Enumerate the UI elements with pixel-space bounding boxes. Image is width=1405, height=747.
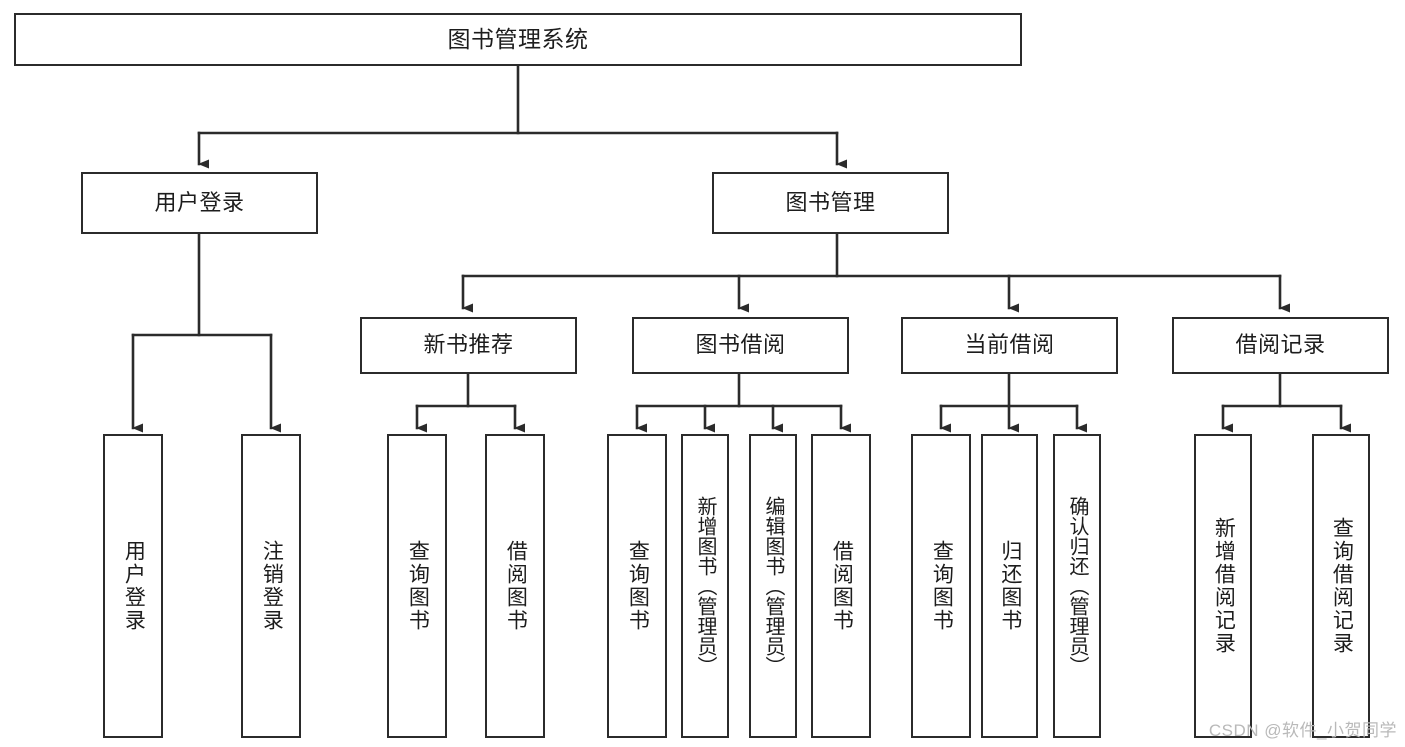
node-leaf-return-book-label: 归还图书 [998, 540, 1022, 632]
node-leaf-logout-label: 注销登录 [260, 540, 284, 632]
node-leaf-borrow-book-1-label: 借阅图书 [504, 540, 528, 632]
node-book-borrow-label: 图书借阅 [695, 332, 786, 358]
node-leaf-borrow-book-2-label: 借阅图书 [830, 540, 854, 632]
node-leaf-query-record-label: 查询借阅记录 [1330, 517, 1354, 655]
node-leaf-query-book-3-label: 查询图书 [930, 540, 954, 632]
node-leaf-edit-book-label: 编辑图书（管理员） [762, 496, 784, 676]
node-leaf-query-book-1[interactable]: 查询图书 [387, 434, 447, 738]
node-leaf-add-record[interactable]: 新增借阅记录 [1194, 434, 1252, 738]
node-leaf-logout[interactable]: 注销登录 [241, 434, 301, 738]
node-new-book-recommend-label: 新书推荐 [423, 332, 514, 358]
node-book-borrow[interactable]: 图书借阅 [632, 317, 849, 374]
node-leaf-return-book[interactable]: 归还图书 [981, 434, 1038, 738]
node-current-borrow-label: 当前借阅 [964, 332, 1055, 358]
node-leaf-add-book-label: 新增图书（管理员） [694, 496, 716, 676]
node-leaf-user-login[interactable]: 用户登录 [103, 434, 163, 738]
node-leaf-query-record[interactable]: 查询借阅记录 [1312, 434, 1370, 738]
node-book-manage-label: 图书管理 [785, 189, 876, 215]
node-leaf-confirm-return[interactable]: 确认归还（管理员） [1053, 434, 1101, 738]
node-leaf-add-book[interactable]: 新增图书（管理员） [681, 434, 729, 738]
node-root[interactable]: 图书管理系统 [14, 13, 1022, 66]
watermark: CSDN @软件_小贺同学 [1208, 721, 1397, 740]
node-leaf-borrow-book-2[interactable]: 借阅图书 [811, 434, 871, 738]
node-leaf-confirm-return-label: 确认归还（管理员） [1066, 496, 1088, 676]
node-user-login-label: 用户登录 [154, 189, 245, 215]
node-borrow-record-label: 借阅记录 [1235, 332, 1326, 358]
node-user-login[interactable]: 用户登录 [81, 172, 318, 234]
node-leaf-query-book-1-label: 查询图书 [406, 540, 430, 632]
node-book-manage[interactable]: 图书管理 [712, 172, 949, 234]
node-leaf-query-book-2[interactable]: 查询图书 [607, 434, 667, 738]
node-leaf-user-login-label: 用户登录 [122, 540, 146, 632]
node-root-label: 图书管理系统 [447, 25, 589, 52]
node-leaf-query-book-2-label: 查询图书 [626, 540, 650, 632]
node-leaf-edit-book[interactable]: 编辑图书（管理员） [749, 434, 797, 738]
node-leaf-query-book-3[interactable]: 查询图书 [911, 434, 971, 738]
node-leaf-borrow-book-1[interactable]: 借阅图书 [485, 434, 545, 738]
node-borrow-record[interactable]: 借阅记录 [1172, 317, 1389, 374]
node-current-borrow[interactable]: 当前借阅 [901, 317, 1118, 374]
node-new-book-recommend[interactable]: 新书推荐 [360, 317, 577, 374]
node-leaf-add-record-label: 新增借阅记录 [1212, 517, 1236, 655]
